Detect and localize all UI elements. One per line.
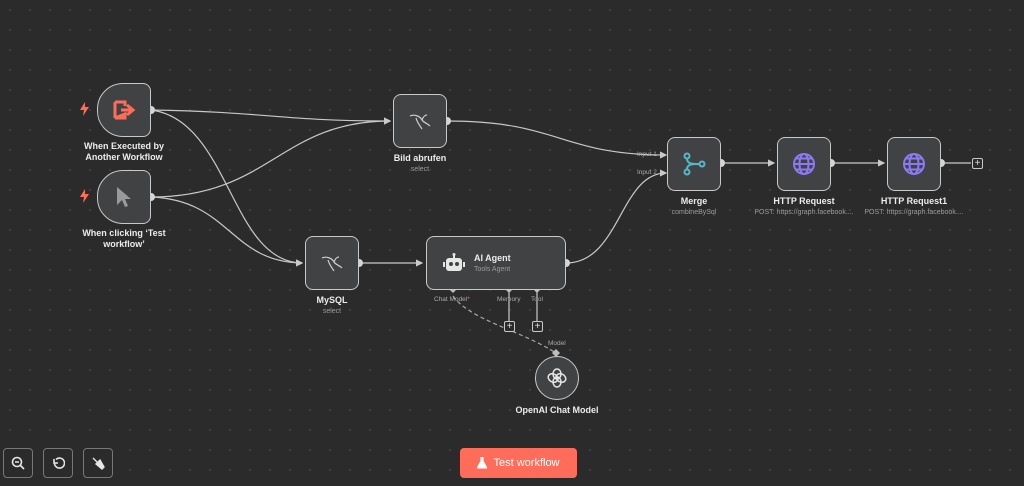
test-workflow-label: Test workflow (493, 457, 560, 469)
node-manual-trigger[interactable] (97, 170, 151, 224)
robot-icon (443, 253, 465, 271)
port-label-model: Model (548, 340, 566, 347)
bolt-icon (80, 102, 89, 116)
flask-icon (477, 457, 488, 469)
node-title: HTTP Request1 (880, 196, 948, 206)
mouse-pointer-icon (117, 187, 131, 207)
node-mysql[interactable] (305, 236, 359, 290)
node-subtitle: select (322, 308, 342, 315)
node-title: MySQL (316, 295, 348, 305)
globe-icon (793, 153, 815, 175)
add-tool-button[interactable]: + (532, 321, 543, 332)
sign-in-icon (113, 100, 136, 120)
node-title: OpenAI Chat Model (515, 405, 599, 415)
add-node-button[interactable]: + (972, 158, 983, 169)
node-openai-chat-model[interactable] (535, 356, 579, 400)
undo-button[interactable] (43, 448, 73, 478)
node-subtitle: select (410, 166, 430, 173)
tidy-up-button[interactable] (83, 448, 113, 478)
node-merge[interactable] (667, 137, 721, 191)
undo-icon (53, 457, 65, 469)
test-workflow-button[interactable]: Test workflow (460, 448, 577, 478)
mysql-dolphin-icon (321, 256, 343, 272)
globe-icon (903, 153, 925, 175)
bolt-icon (80, 189, 89, 203)
port-label-input-1: Input 1 (637, 151, 657, 158)
node-subtitle: POST: https://graph.facebook.... (754, 209, 854, 216)
port-label-chat-model: Chat Model* (434, 296, 470, 303)
broom-icon (92, 457, 105, 470)
node-title: AI Agent (474, 253, 511, 263)
node-title: Bild abrufen (393, 153, 447, 163)
zoom-out-button[interactable] (3, 448, 33, 478)
add-memory-button[interactable]: + (504, 321, 515, 332)
port-label-input-2: Input 2 (637, 169, 657, 176)
openai-icon (547, 368, 567, 388)
node-ai-agent[interactable] (426, 236, 566, 290)
node-execute-workflow-trigger[interactable] (97, 83, 151, 137)
node-subtitle: Tools Agent (474, 266, 511, 273)
zoom-out-icon (11, 456, 25, 470)
node-title: HTTP Request (773, 196, 835, 206)
node-subtitle: combineBySql (671, 209, 717, 216)
node-title: Merge (680, 196, 708, 206)
node-title: When Executed by Another Workflow (83, 141, 164, 162)
mysql-dolphin-icon (409, 114, 431, 130)
port-label-tool: Tool (531, 296, 543, 303)
port-label-memory: Memory (497, 296, 521, 303)
node-bild-abrufen[interactable] (393, 94, 447, 148)
node-http-request-1[interactable] (887, 137, 941, 191)
merge-icon (683, 152, 706, 176)
node-subtitle: POST: https://graph.facebook.... (864, 209, 964, 216)
node-title: When clicking ‘Test workflow’ (82, 228, 166, 249)
node-http-request[interactable] (777, 137, 831, 191)
